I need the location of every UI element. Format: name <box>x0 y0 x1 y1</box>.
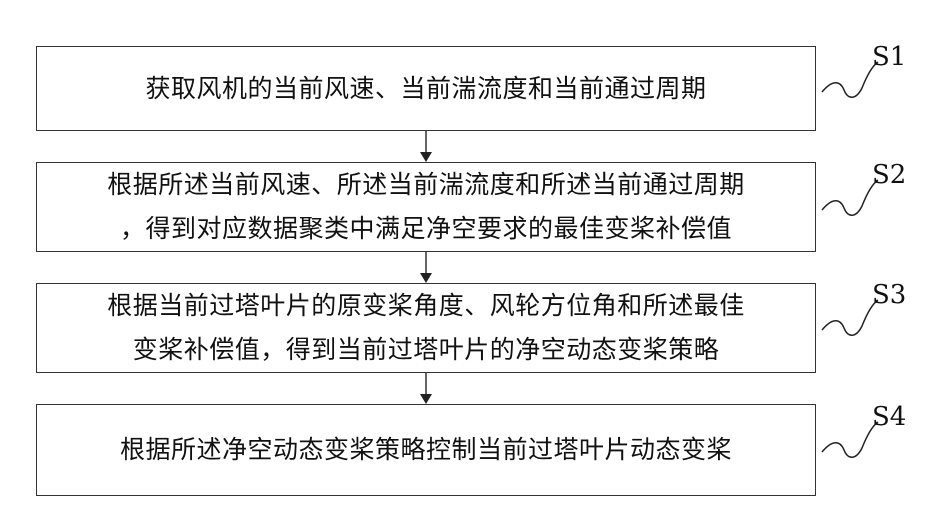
arrow-head-s3-s4 <box>420 394 432 404</box>
step-label-s1: S1 <box>872 42 906 72</box>
step-text-s4: 根据所述净空动态变桨策略控制当前过塔叶片动态变桨 <box>37 428 815 472</box>
step-s3-line-1: 根据当前过塔叶片的原变桨角度、风轮方位角和所述最佳 <box>37 284 815 328</box>
squiggle-s3 <box>822 300 878 335</box>
step-box-s3: 根据当前过塔叶片的原变桨角度、风轮方位角和所述最佳 变桨补偿值，得到当前过塔叶片… <box>36 283 816 373</box>
step-box-s4: 根据所述净空动态变桨策略控制当前过塔叶片动态变桨 <box>36 404 816 496</box>
step-s4-line-1: 根据所述净空动态变桨策略控制当前过塔叶片动态变桨 <box>37 428 815 472</box>
step-box-s1: 获取风机的当前风速、当前湍流度和当前通过周期 <box>36 46 816 131</box>
step-label-s3: S3 <box>872 280 906 310</box>
arrow-head-s1-s2 <box>420 152 432 162</box>
arrow-head-s2-s3 <box>420 273 432 283</box>
squiggle-s4 <box>822 422 878 457</box>
step-label-s2: S2 <box>872 160 906 190</box>
step-text-s2: 根据所述当前风速、所述当前湍流度和所述当前通过周期 ，得到对应数据聚类中满足净空… <box>37 163 815 251</box>
step-text-s3: 根据当前过塔叶片的原变桨角度、风轮方位角和所述最佳 变桨补偿值，得到当前过塔叶片… <box>37 284 815 372</box>
step-box-s2: 根据所述当前风速、所述当前湍流度和所述当前通过周期 ，得到对应数据聚类中满足净空… <box>36 162 816 252</box>
step-s2-line-2: ，得到对应数据聚类中满足净空要求的最佳变桨补偿值 <box>37 207 815 251</box>
step-s1-line-1: 获取风机的当前风速、当前湍流度和当前通过周期 <box>37 67 815 111</box>
step-s3-line-2: 变桨补偿值，得到当前过塔叶片的净空动态变桨策略 <box>37 328 815 372</box>
step-text-s1: 获取风机的当前风速、当前湍流度和当前通过周期 <box>37 67 815 111</box>
squiggle-s1 <box>822 62 878 97</box>
step-s2-line-1: 根据所述当前风速、所述当前湍流度和所述当前通过周期 <box>37 163 815 207</box>
squiggle-s2 <box>822 180 878 215</box>
step-label-s4: S4 <box>872 402 906 432</box>
